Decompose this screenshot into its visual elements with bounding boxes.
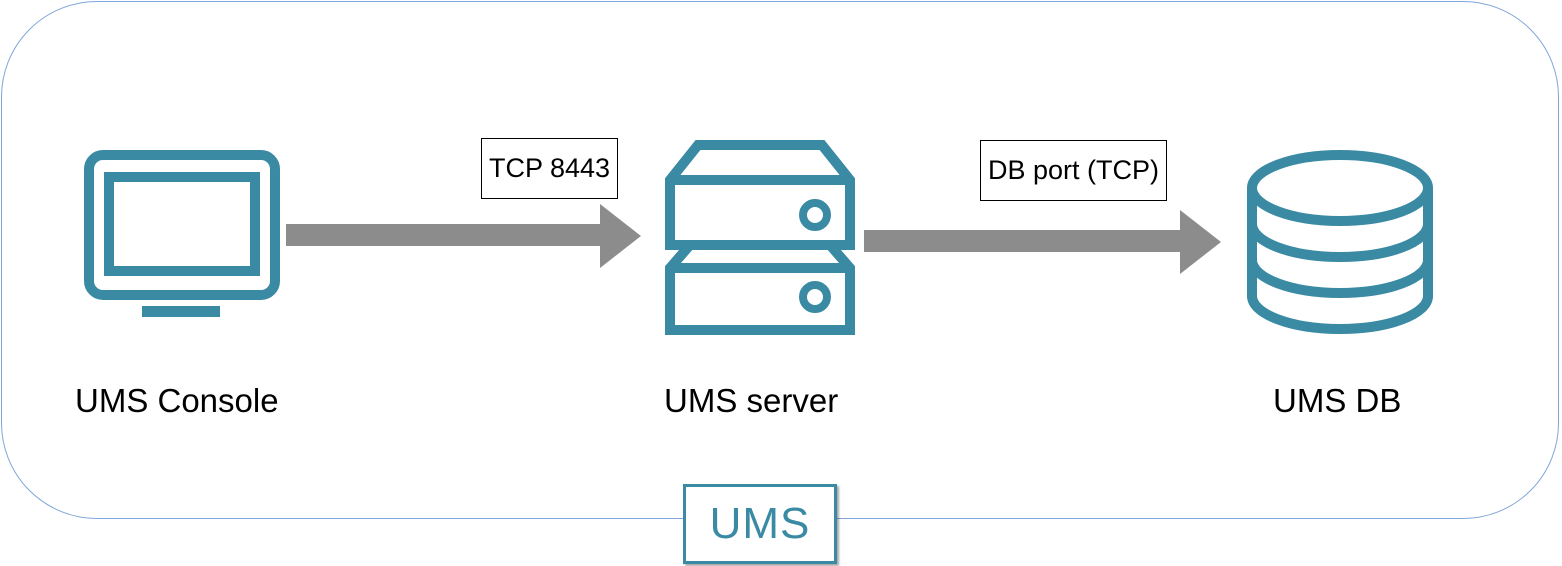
monitor-icon <box>84 150 280 317</box>
arrow-console-to-server <box>286 204 641 268</box>
edge-label-db-port: DB port (TCP) <box>980 140 1168 201</box>
node-label-ums-db: UMS DB <box>1273 382 1402 419</box>
node-label-ums-console: UMS Console <box>75 382 279 419</box>
node-label-ums-server: UMS server <box>664 382 839 419</box>
database-icon <box>1247 150 1433 334</box>
server-icon <box>665 140 855 335</box>
arrow-server-to-db <box>864 210 1221 274</box>
ums-badge: UMS <box>683 484 837 564</box>
edge-label-tcp-8443: TCP 8443 <box>481 138 619 199</box>
